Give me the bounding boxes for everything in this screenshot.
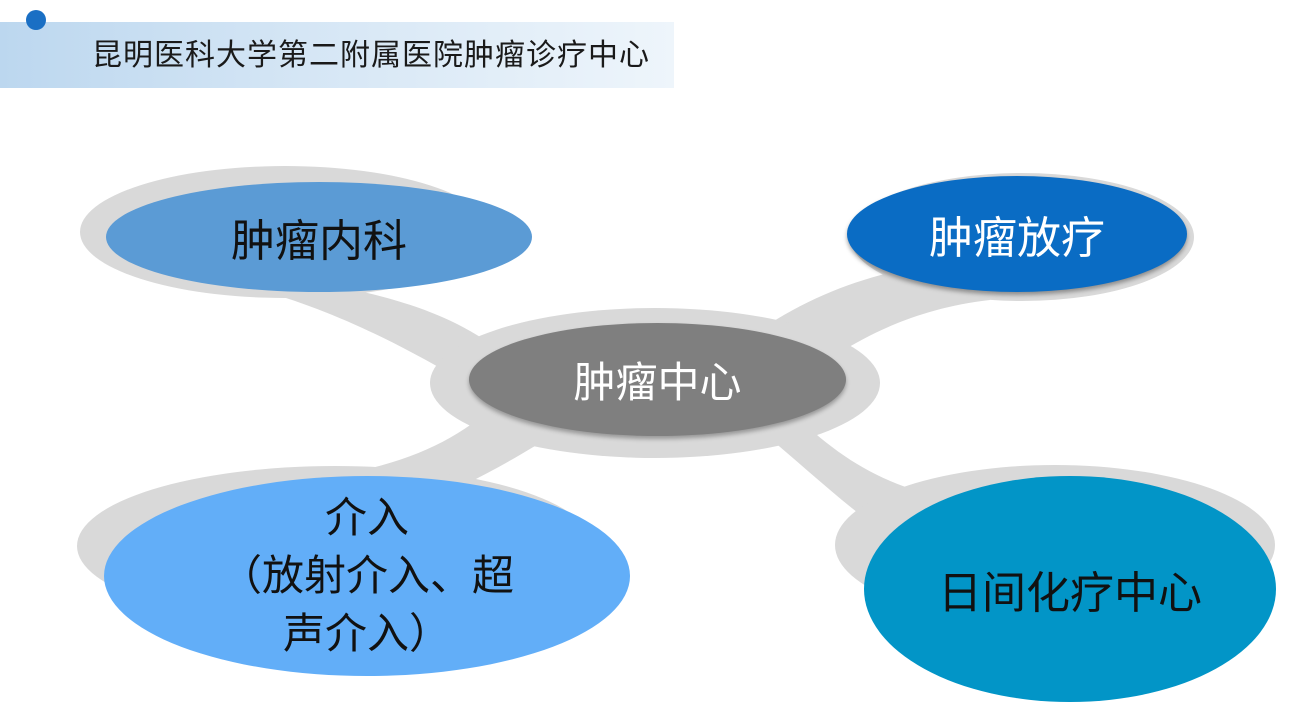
node-center-label: 肿瘤中心: [573, 358, 742, 407]
node-bottom-left: 介入 （放射介入、超 声介入）: [104, 476, 630, 676]
node-top-right: 肿瘤放疗: [847, 176, 1187, 292]
node-top-left: 肿瘤内科: [106, 182, 532, 292]
node-top-left-label: 肿瘤内科: [231, 216, 407, 267]
node-bottom-right: 日间化疗中心: [864, 476, 1276, 702]
header-band: [0, 22, 674, 88]
node-bottom-left-line-1: 介入: [324, 493, 409, 542]
node-bottom-left-line-3: 声介入）: [282, 609, 451, 658]
node-top-right-label: 肿瘤放疗: [929, 213, 1105, 264]
corner-dot-decoration: [26, 10, 46, 30]
node-bottom-left-line-2: （放射介入、超: [219, 551, 514, 600]
page-title: 昆明医科大学第二附属医院肿瘤诊疗中心: [92, 38, 650, 73]
node-center: 肿瘤中心: [469, 323, 846, 436]
node-bottom-right-label: 日间化疗中心: [938, 568, 1202, 619]
